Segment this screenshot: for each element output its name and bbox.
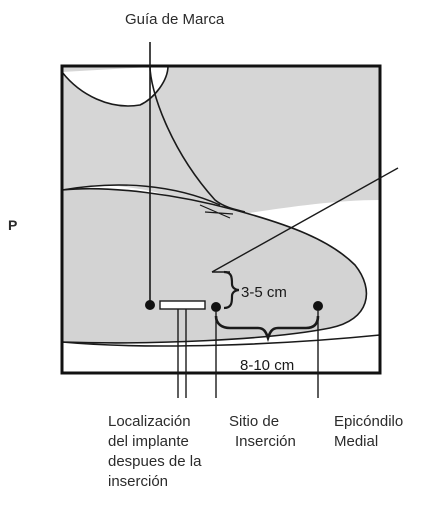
measure-vertical-text: 3-5 cm [241,284,287,301]
diagonal-line [211,167,399,273]
guide-mark-label: Guía de Marca [125,11,225,28]
guide-mark-dot [145,300,155,310]
forearm-shape [62,187,368,344]
measure-horizontal-text: 8-10 cm [240,357,294,374]
medial-epicondyle-label: Epicóndilo Medial [334,413,404,450]
insertion-site-dot [211,302,221,312]
implant-location-label: Localización del implante despues de la … [108,413,202,490]
epicondyle-dot [313,301,323,311]
implant-rect [159,300,206,310]
vertical-brace [223,270,240,310]
insertion-site-label: Sitio de Inserción [229,413,296,450]
side-letter: P [8,217,18,233]
horizontal-brace [214,315,320,343]
diagram-frame [60,64,382,375]
